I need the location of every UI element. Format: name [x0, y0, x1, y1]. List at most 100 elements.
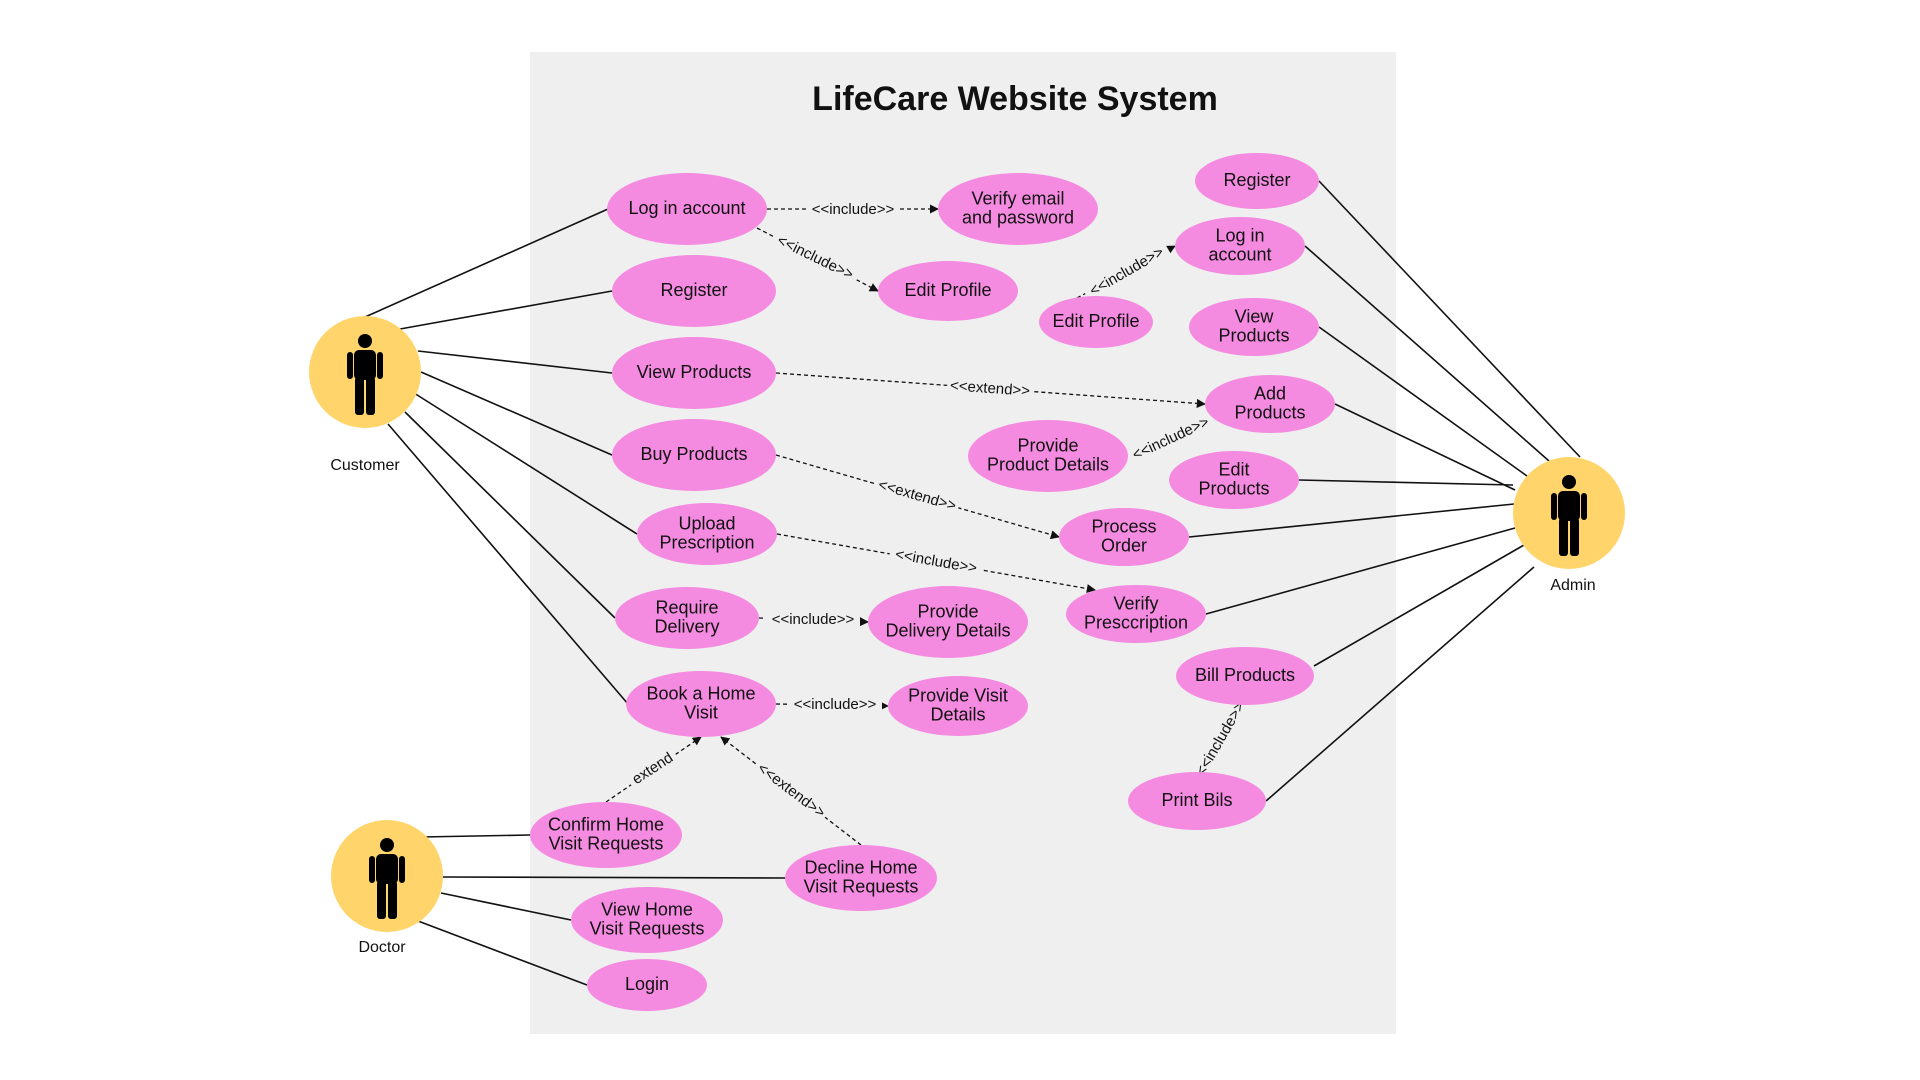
association-customer-c-book-visit	[387, 423, 629, 705]
use-case-a-bill: Bill Products	[1176, 647, 1314, 705]
relation-label-bg-12	[1189, 693, 1253, 785]
use-case-label: Product Details	[987, 454, 1109, 474]
relation-label-bg-9	[751, 757, 831, 825]
use-case-label: Products	[1218, 325, 1289, 345]
use-case-label: Confirm Home	[548, 814, 664, 834]
association-admin-a-print	[1265, 566, 1535, 802]
use-case-a-register: Register	[1195, 153, 1319, 209]
relation-label-bg-6	[766, 611, 860, 629]
relation-label-1: <<include>>	[812, 201, 895, 218]
use-case-label: Prescription	[659, 532, 754, 552]
actor-customer: Customer	[309, 316, 421, 474]
use-case-ellipse	[878, 261, 1018, 321]
association-customer-c-buy-products	[420, 371, 613, 456]
relation-label-7: <<include>>	[794, 696, 877, 713]
use-case-ellipse	[1195, 153, 1319, 209]
actor-admin: Admin	[1513, 457, 1625, 594]
use-case-ellipse	[587, 959, 707, 1011]
use-case-label: Log in account	[628, 198, 745, 218]
use-case-label: Edit Profile	[1052, 311, 1139, 331]
use-case-label: Require	[655, 597, 718, 617]
association-admin-a-verify-rx	[1205, 527, 1516, 615]
use-case-ellipse	[1176, 647, 1314, 705]
relation-arrow-3	[775, 372, 1206, 408]
use-case-c-view-products: View Products	[612, 337, 776, 409]
association-doctor-d-confirm	[420, 834, 531, 838]
association-admin-a-login	[1304, 245, 1550, 462]
use-case-label: Delivery	[654, 616, 719, 636]
use-case-label: Process	[1091, 516, 1156, 536]
actor-name-admin: Admin	[1550, 577, 1595, 594]
use-case-ellipse	[626, 671, 776, 737]
use-case-label: account	[1208, 244, 1271, 264]
use-case-label: Provide	[1017, 435, 1078, 455]
relation-label-6: <<include>>	[772, 611, 855, 628]
association-admin-a-add-products	[1334, 403, 1516, 491]
relation-label-bg-4	[873, 475, 961, 517]
use-case-ellipse	[1039, 296, 1153, 348]
use-case-label: Decline Home	[804, 857, 917, 877]
use-case-ellipse	[571, 887, 723, 953]
use-case-ellipse	[1189, 298, 1319, 356]
use-case-label: Bill Products	[1195, 665, 1295, 685]
association-doctor-d-view	[440, 892, 572, 921]
use-case-label: Details	[930, 704, 985, 724]
association-customer-c-register	[399, 290, 613, 330]
use-case-label: Visit Requests	[549, 833, 664, 853]
use-case-label: Provide Visit	[908, 685, 1008, 705]
actor-name-customer: Customer	[330, 457, 400, 474]
use-case-ellipse	[1169, 451, 1299, 509]
use-case-ellipse	[868, 586, 1028, 658]
relation-label-bg-11	[1124, 410, 1218, 468]
use-case-label: Buy Products	[640, 444, 747, 464]
use-case-c-login: Log in account	[607, 173, 767, 245]
use-case-ellipse	[612, 255, 776, 327]
use-case-label: Edit Profile	[904, 280, 991, 300]
use-case-ellipse	[637, 503, 777, 565]
use-case-label: Book a Home	[646, 683, 755, 703]
person-icon	[369, 838, 405, 919]
use-case-label: Order	[1101, 535, 1147, 555]
association-admin-a-edit-products	[1298, 479, 1514, 486]
use-case-c-register: Register	[612, 255, 776, 327]
use-case-label: Upload	[678, 513, 735, 533]
use-case-label: Verify email	[971, 188, 1064, 208]
use-case-label: Presccription	[1084, 612, 1188, 632]
use-case-label: Log in	[1215, 225, 1264, 245]
actor-doctor: Doctor	[331, 820, 443, 956]
use-case-ellipse	[1066, 585, 1206, 643]
association-lines	[364, 180, 1581, 986]
use-case-ellipse	[612, 419, 776, 491]
use-case-label: Register	[1223, 170, 1290, 190]
use-case-label: Delivery Details	[885, 620, 1010, 640]
relation-label-bg-8	[625, 746, 681, 792]
use-case-label: Register	[660, 280, 727, 300]
use-case-ellipse	[1059, 508, 1189, 566]
use-case-d-login: Login	[587, 959, 707, 1011]
use-case-ellipse	[1128, 772, 1266, 830]
use-case-a-print: Print Bils	[1128, 772, 1266, 830]
use-case-ellipse	[615, 587, 759, 649]
use-case-label: Verify	[1113, 593, 1158, 613]
use-case-label: Visit Requests	[590, 918, 705, 938]
association-customer-c-view-products	[417, 350, 613, 374]
use-case-label: Provide	[917, 601, 978, 621]
use-case-ellipse	[1175, 217, 1305, 275]
association-doctor-d-decline	[440, 876, 786, 879]
use-case-label: Products	[1198, 478, 1269, 498]
relation-label-bg-10	[1081, 240, 1173, 304]
use-case-a-edit-profile: Edit Profile	[1039, 296, 1153, 348]
use-case-label: Visit Requests	[804, 876, 919, 896]
